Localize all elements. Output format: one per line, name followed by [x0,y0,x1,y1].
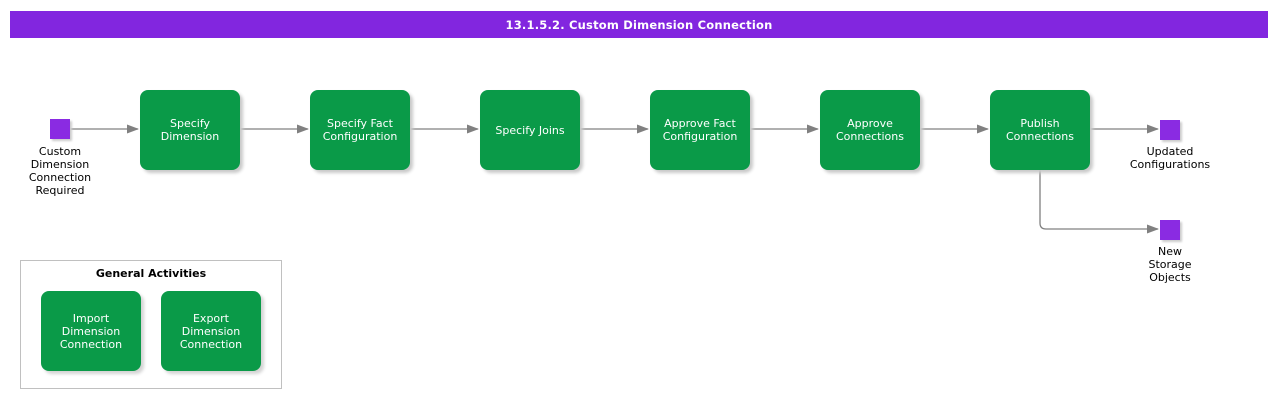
label-line: Storage [1148,258,1192,271]
diagram-title-bar: 13.1.5.2. Custom Dimension Connection [10,11,1268,38]
end-event-updated-configurations-label: Updated Configurations [1120,145,1220,171]
end-event-new-storage-objects-marker [1160,220,1180,240]
activity-label: Export Dimension Connection [179,311,243,351]
activity-label: Approve Fact Configuration [662,117,738,143]
end-event-updated-configurations-marker [1160,120,1180,140]
activity-import-dimension-connection[interactable]: Import Dimension Connection [41,291,141,371]
label-line: Custom [38,145,82,158]
general-activities-group: General Activities Import Dimension Conn… [20,260,282,389]
general-activities-title: General Activities [95,267,207,280]
label-line: Objects [1149,271,1191,284]
activity-label: Specify Dimension [160,117,220,143]
label-line: New [1158,245,1182,258]
activity-label: Approve Connections [836,117,904,143]
connector-publish-to-new-storage-objects [1039,170,1159,234]
activity-label: Specify Joins [495,123,565,137]
activity-approve-connections[interactable]: Approve Connections [820,90,920,170]
activity-publish-connections[interactable]: Publish Connections [990,90,1090,170]
label-line: Required [35,184,85,197]
label-line: Updated [1146,145,1194,158]
start-event-label: Custom Dimension Connection Required [10,145,110,197]
end-event-new-storage-objects-label: New Storage Objects [1120,245,1220,284]
diagram-title: 13.1.5.2. Custom Dimension Connection [505,17,773,32]
activity-specify-joins[interactable]: Specify Joins [480,90,580,170]
start-event-marker [50,119,70,139]
label-line: Connection [28,171,92,184]
activity-label: Specify Fact Configuration [322,117,398,143]
activity-label: Publish Connections [1006,117,1074,143]
activity-approve-fact-configuration[interactable]: Approve Fact Configuration [650,90,750,170]
activity-specify-dimension[interactable]: Specify Dimension [140,90,240,170]
activity-label: Import Dimension Connection [59,311,123,351]
label-line: Dimension [30,158,90,171]
activity-specify-fact-configuration[interactable]: Specify Fact Configuration [310,90,410,170]
activity-export-dimension-connection[interactable]: Export Dimension Connection [161,291,261,371]
label-line: Configurations [1129,158,1211,171]
